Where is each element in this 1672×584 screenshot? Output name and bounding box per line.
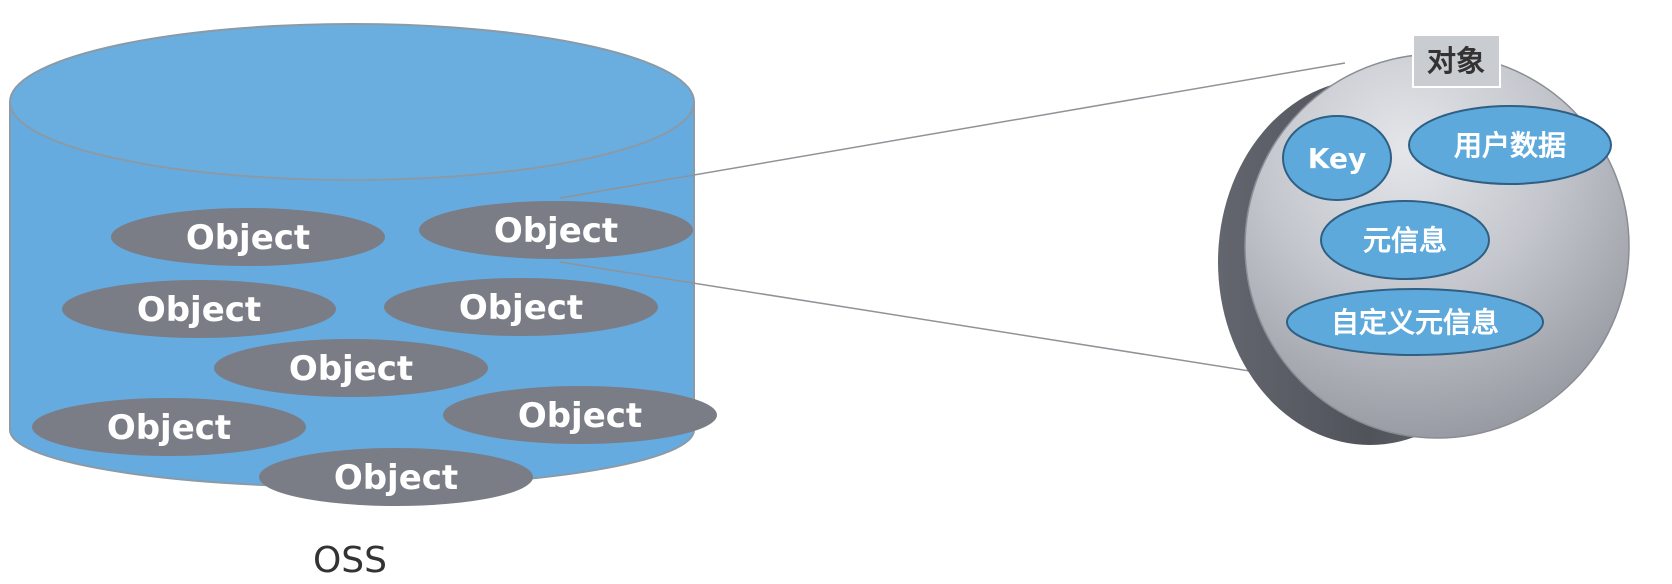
metadata-bubble: 元信息 — [1320, 200, 1490, 280]
object-label: Object — [334, 458, 458, 498]
object-label: Object — [186, 218, 310, 258]
user-data-bubble: 用户数据 — [1408, 105, 1612, 185]
object-label: Object — [289, 349, 413, 389]
object-item: Object — [384, 278, 658, 336]
object-parts: Key 用户数据 元信息 自定义元信息 — [1282, 105, 1612, 356]
object-label: Object — [494, 211, 618, 251]
object-item: Object — [111, 208, 385, 266]
object-title-box: 对象 — [1412, 34, 1501, 88]
user-data-label: 用户数据 — [1454, 129, 1566, 162]
key-bubble: Key — [1282, 115, 1392, 201]
object-item: Object — [419, 201, 693, 259]
zoom-line-top — [559, 62, 1346, 199]
object-title: 对象 — [1427, 44, 1485, 78]
object-item: Object — [259, 448, 533, 506]
custom-metadata-label: 自定义元信息 — [1331, 306, 1499, 339]
cylinder-top — [9, 23, 695, 181]
custom-metadata-bubble: 自定义元信息 — [1286, 288, 1544, 356]
object-item: Object — [32, 398, 306, 456]
object-label: Object — [518, 396, 642, 436]
metadata-label: 元信息 — [1363, 224, 1447, 257]
oss-label: OSS — [313, 540, 387, 581]
object-label: Object — [137, 290, 261, 330]
key-label: Key — [1308, 142, 1366, 175]
object-group: Object Object Object Object Object Objec… — [32, 201, 717, 506]
object-item: Object — [62, 280, 336, 338]
object-item: Object — [214, 339, 488, 397]
object-label: Object — [459, 288, 583, 328]
object-label: Object — [107, 408, 231, 448]
object-item: Object — [443, 386, 717, 444]
